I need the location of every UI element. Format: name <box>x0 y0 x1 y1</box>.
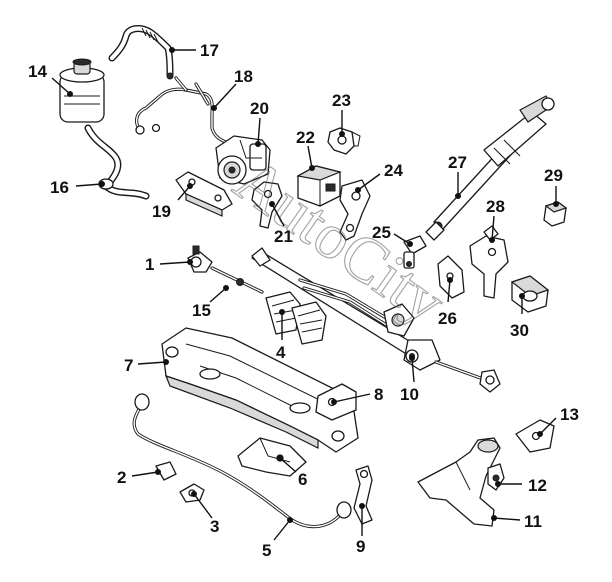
callout-14: 14 <box>28 62 47 81</box>
callout-11: 11 <box>524 512 542 531</box>
callout-17: 17 <box>200 41 219 60</box>
part-17-hose <box>108 25 174 80</box>
callout-13: 13 <box>560 405 579 424</box>
callout-15: 15 <box>192 301 211 320</box>
callout-numbers: 1 2 3 4 5 6 7 8 9 10 11 12 13 14 15 16 1… <box>28 41 579 560</box>
callout-10: 10 <box>400 385 419 404</box>
part-7-crossmember <box>161 327 359 453</box>
callout-30: 30 <box>510 321 529 340</box>
part-27-steering-column <box>425 95 555 241</box>
steering-rack <box>251 247 501 393</box>
part-29-sensor <box>543 201 568 227</box>
part-18-pressure-line <box>135 76 228 144</box>
callout-9: 9 <box>356 537 365 556</box>
part-2-bushing <box>155 461 177 481</box>
callout-8: 8 <box>374 385 383 404</box>
part-16-hose <box>84 124 150 200</box>
part-4-boot <box>265 291 327 345</box>
leader-lines <box>51 47 559 541</box>
callout-22: 22 <box>296 128 315 147</box>
callout-1: 1 <box>145 255 154 274</box>
part-1-tie-rod-end <box>187 245 213 273</box>
callout-26: 26 <box>438 309 457 328</box>
callout-23: 23 <box>332 91 351 110</box>
callout-21: 21 <box>274 227 293 246</box>
part-14-reservoir <box>59 58 105 123</box>
callout-4: 4 <box>276 343 286 362</box>
callout-3: 3 <box>210 517 219 536</box>
callout-5: 5 <box>262 541 271 560</box>
callout-25: 25 <box>372 223 391 242</box>
callout-18: 18 <box>234 67 253 86</box>
part-28-bracket <box>469 225 509 299</box>
part-6-bracket <box>237 437 307 477</box>
part-25-connector <box>403 235 427 269</box>
part-19-mount-plate <box>175 171 233 217</box>
part-30-mount <box>510 275 550 313</box>
part-20-pump <box>215 135 271 185</box>
callout-2: 2 <box>117 468 126 487</box>
callout-6: 6 <box>298 470 307 489</box>
part-11-knuckle <box>417 437 501 527</box>
part-5-stabilizer-bar <box>132 393 352 529</box>
callout-27: 27 <box>448 153 467 172</box>
callout-29: 29 <box>544 166 563 185</box>
callout-20: 20 <box>250 99 269 118</box>
callout-19: 19 <box>152 202 171 221</box>
part-21-bracket <box>251 181 283 229</box>
part-24-bracket <box>339 179 371 241</box>
part-15-tie-rod <box>210 266 264 294</box>
callout-16: 16 <box>50 178 69 197</box>
callout-24: 24 <box>384 161 403 180</box>
callout-28: 28 <box>486 197 505 216</box>
callout-7: 7 <box>124 356 133 375</box>
callout-12: 12 <box>528 476 547 495</box>
part-9-link <box>353 465 373 525</box>
